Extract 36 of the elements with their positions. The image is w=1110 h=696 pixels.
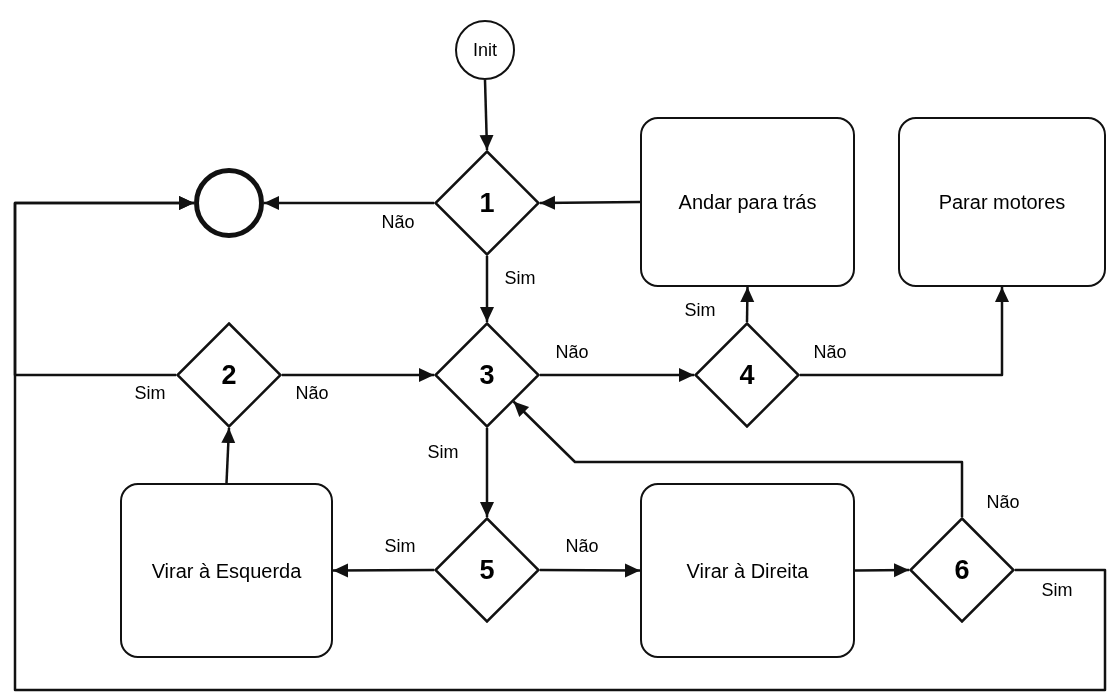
box-label: Virar à Esquerda [150, 558, 303, 584]
arrow [800, 287, 1009, 377]
arrow [13, 196, 1107, 692]
arrow [540, 195, 640, 210]
box-label: Virar à Direita [685, 558, 810, 584]
arrow [740, 287, 755, 322]
decision-number: 2 [221, 358, 237, 392]
arrow [480, 256, 494, 322]
decision-number: 6 [954, 553, 970, 587]
start-label: Init [473, 38, 497, 62]
arrow [221, 427, 236, 484]
arrow [282, 368, 434, 382]
decision-number: 5 [479, 553, 495, 587]
decision-diamond [434, 150, 540, 256]
decision-number: 1 [479, 186, 495, 220]
process-box [898, 117, 1106, 287]
arrow [540, 368, 694, 382]
arrow [540, 563, 640, 578]
arrow [480, 428, 494, 517]
arrow [264, 196, 434, 210]
decision-number: 3 [479, 358, 495, 392]
decision-diamond [434, 517, 540, 623]
process-box [640, 483, 855, 658]
arrow [855, 563, 909, 578]
decision-diamond [909, 517, 1015, 623]
box-label: Andar para trás [677, 190, 818, 215]
process-box [120, 483, 333, 658]
arrow [333, 563, 434, 578]
decision-diamond [434, 322, 540, 428]
decision-number: 4 [739, 358, 755, 392]
box-label: Parar motores [937, 190, 1067, 215]
decision-diamond [176, 322, 282, 428]
arrow [512, 400, 964, 517]
decision-diamond [694, 322, 800, 428]
arrow [479, 79, 494, 151]
process-box [640, 117, 855, 287]
